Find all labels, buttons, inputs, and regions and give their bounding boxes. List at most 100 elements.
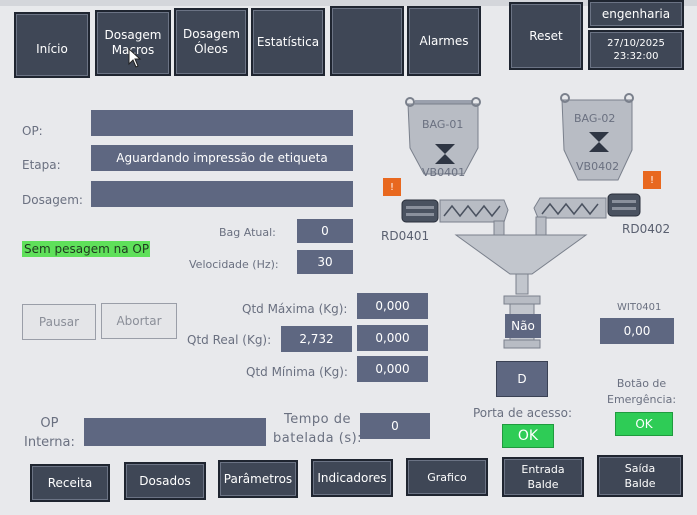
wit0401-label: WIT0401 bbox=[617, 302, 662, 313]
mouse-cursor-icon bbox=[128, 48, 142, 68]
pausar-label: Pausar bbox=[38, 315, 80, 329]
abortar-label: Abortar bbox=[116, 314, 162, 328]
bag-02-label: BAG-02 bbox=[574, 112, 616, 125]
nav-inicio-label: Início bbox=[36, 41, 68, 56]
bag-01-vibrator-label: VB0401 bbox=[422, 166, 466, 179]
qtd-minima-label: Qtd Mínima (Kg): bbox=[246, 365, 348, 379]
grafico-button[interactable]: Grafico bbox=[406, 458, 488, 496]
emergencia-label-line2: Emergência: bbox=[607, 393, 677, 406]
datetime-display: 27/10/2025 23:32:00 bbox=[588, 30, 684, 70]
entrada-balde-line1: Entrada bbox=[521, 463, 565, 476]
bag-02-vibrator-label: VB0402 bbox=[576, 160, 620, 173]
valve-status-text: Não bbox=[511, 319, 535, 333]
abortar-button[interactable]: Abortar bbox=[101, 303, 177, 339]
rd0401-alarm-glyph: ! bbox=[389, 181, 394, 193]
pipe-left bbox=[493, 220, 505, 236]
wit0401-value: 0,00 bbox=[623, 324, 651, 338]
qtd-maxima-label: Qtd Máxima (Kg): bbox=[242, 302, 348, 316]
nav-blank-button[interactable] bbox=[330, 6, 404, 76]
process-diagram bbox=[401, 93, 641, 349]
qtd-minima-value: 0,000 bbox=[375, 362, 410, 376]
botao-emergencia-label: Botão de Emergência: bbox=[607, 376, 676, 408]
emergencia-label-line1: Botão de bbox=[616, 377, 667, 390]
nav-dosagem-macros-label: Dosagem Macros bbox=[104, 28, 162, 57]
saida-balde-line2: Balde bbox=[624, 477, 656, 490]
qtd-minima-field[interactable]: 0,000 bbox=[357, 356, 428, 382]
velocidade-field[interactable]: 30 bbox=[297, 250, 353, 274]
tempo-batelada-field: 0 bbox=[360, 413, 430, 439]
bag-atual-value: 0 bbox=[321, 224, 329, 238]
dosados-label: Dosados bbox=[139, 473, 191, 488]
op-interna-label-line1: OP bbox=[40, 416, 59, 431]
rd0401-label: RD0401 bbox=[381, 229, 430, 243]
screw-conveyor-right bbox=[533, 193, 641, 219]
scale-funnel bbox=[454, 234, 588, 295]
date-text: 27/10/2025 bbox=[607, 38, 665, 49]
indicadores-button[interactable]: Indicadores bbox=[311, 459, 393, 497]
qtd-real-value-1: 2,732 bbox=[299, 332, 334, 346]
user-indicator[interactable]: engenharia bbox=[588, 0, 684, 28]
qtd-real-field-2[interactable]: 0,000 bbox=[357, 325, 428, 351]
time-text: 23:32:00 bbox=[613, 51, 659, 62]
dosagem-field bbox=[91, 181, 353, 207]
nav-reset-button[interactable]: Reset bbox=[509, 2, 583, 70]
qtd-real-value-2: 0,000 bbox=[375, 331, 410, 345]
porta-acesso-status: OK bbox=[502, 424, 554, 448]
nav-reset-label: Reset bbox=[529, 28, 563, 43]
nav-inicio-button[interactable]: Início bbox=[14, 12, 90, 78]
screw-conveyor-left bbox=[401, 199, 509, 223]
bag-01-label: BAG-01 bbox=[422, 118, 464, 131]
rd0402-label: RD0402 bbox=[622, 222, 671, 236]
rd0402-alarm-glyph: ! bbox=[649, 174, 654, 186]
op-field[interactable] bbox=[91, 110, 353, 136]
grafico-label: Grafico bbox=[427, 470, 467, 484]
parametros-button[interactable]: Parâmetros bbox=[218, 460, 298, 498]
tempo-batelada-label: Tempo de batelada (s): bbox=[273, 410, 362, 448]
op-interna-label-line2: Interna: bbox=[24, 435, 75, 450]
saida-balde-button[interactable]: Saída Balde bbox=[597, 455, 683, 497]
nav-dosagem-oleos-button[interactable]: Dosagem Óleos bbox=[174, 8, 248, 76]
qtd-real-field-1: 2,732 bbox=[281, 326, 352, 352]
wit0401-field: 0,00 bbox=[600, 318, 674, 344]
etapa-field: Aguardando impressão de etiqueta bbox=[91, 145, 353, 171]
velocidade-value: 30 bbox=[317, 255, 333, 269]
op-interna-label: OP Interna: bbox=[24, 414, 75, 452]
tempo-label-line2: batelada (s): bbox=[273, 431, 363, 446]
op-interna-field[interactable] bbox=[84, 418, 266, 446]
porta-acesso-label: Porta de acesso: bbox=[473, 406, 572, 420]
nav-dosagem-macros-button[interactable]: Dosagem Macros bbox=[95, 10, 171, 76]
op-label: OP: bbox=[22, 124, 43, 138]
receita-label: Receita bbox=[47, 475, 93, 490]
dosagem-label: Dosagem: bbox=[22, 193, 83, 207]
entrada-balde-line2: Balde bbox=[527, 478, 559, 491]
bag-02-hopper bbox=[560, 93, 634, 181]
user-name: engenharia bbox=[601, 6, 671, 21]
indicadores-label: Indicadores bbox=[317, 470, 387, 485]
receita-button[interactable]: Receita bbox=[30, 464, 110, 502]
tempo-batelada-value: 0 bbox=[391, 419, 399, 433]
sem-pesagem-text: Sem pesagem na OP bbox=[24, 242, 150, 256]
d-button[interactable]: D bbox=[496, 361, 548, 397]
dosados-button[interactable]: Dosados bbox=[124, 462, 206, 500]
pausar-button[interactable]: Pausar bbox=[22, 304, 96, 340]
etapa-label: Etapa: bbox=[22, 158, 61, 172]
velocidade-label: Velocidade (Hz): bbox=[189, 258, 279, 271]
bag-atual-label: Bag Atual: bbox=[219, 226, 276, 239]
qtd-maxima-field[interactable]: 0,000 bbox=[357, 293, 428, 319]
entrada-balde-button[interactable]: Entrada Balde bbox=[502, 457, 584, 497]
botao-emergencia-status: OK bbox=[615, 412, 673, 436]
porta-acesso-value: OK bbox=[517, 428, 539, 444]
nav-dosagem-oleos-label: Dosagem Óleos bbox=[183, 27, 240, 56]
d-button-label: D bbox=[517, 372, 527, 386]
bag-atual-field: 0 bbox=[297, 219, 353, 243]
nav-alarmes-button[interactable]: Alarmes bbox=[407, 6, 481, 76]
valve-status-indicator: Não bbox=[505, 314, 541, 338]
nav-alarmes-label: Alarmes bbox=[419, 33, 469, 48]
rd0402-alarm-indicator: ! bbox=[643, 171, 661, 189]
saida-balde-line1: Saída bbox=[624, 462, 656, 475]
pipe-right bbox=[535, 216, 547, 236]
sem-pesagem-alert: Sem pesagem na OP bbox=[22, 241, 150, 257]
nav-estatistica-label: Estatística bbox=[256, 34, 320, 49]
nav-estatistica-button[interactable]: Estatística bbox=[251, 8, 325, 76]
etapa-value: Aguardando impressão de etiqueta bbox=[116, 151, 328, 165]
